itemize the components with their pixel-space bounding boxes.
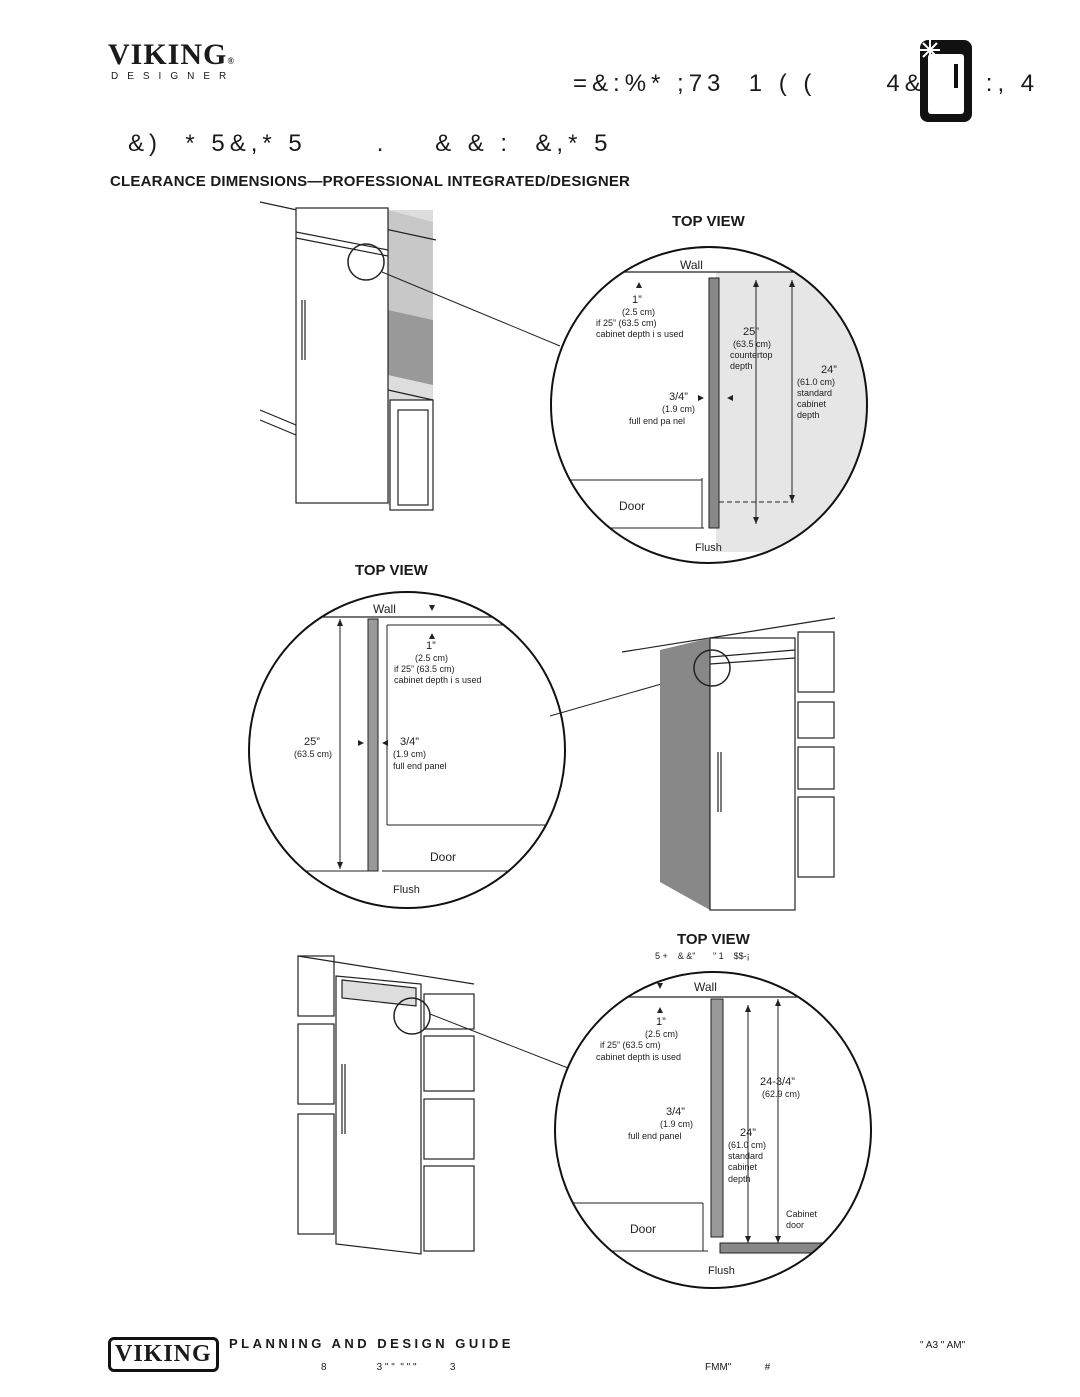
footer-right-top: " A3 " AM" [920,1340,966,1351]
svg-text:(2.5 cm): (2.5 cm) [415,653,448,663]
brand-subline: DESIGNER [111,71,236,82]
perspective-illustration-2 [621,617,836,911]
svg-text:Door: Door [630,1222,656,1236]
svg-text:cabinet depth i s used: cabinet depth i s used [394,675,482,685]
footer-brand-badge: VIKING [108,1337,219,1372]
svg-text:countertop: countertop [730,350,773,360]
svg-text:(63.5 cm): (63.5 cm) [294,749,332,759]
top-view-label-3: TOP VIEW [677,931,750,948]
svg-text:Flush: Flush [708,1265,735,1277]
refrigerator-snowflake-icon [920,40,972,122]
gap-label: 1” [632,294,642,306]
svg-text:cabinet: cabinet [797,399,827,409]
leader-line-3 [429,1013,569,1069]
svg-text:25”: 25” [743,326,759,338]
svg-text:full end pa nel: full end pa nel [629,416,685,426]
perspective-illustration-3 [297,955,475,1255]
svg-text:cabinet: cabinet [728,1162,758,1172]
svg-text:Flush: Flush [695,542,722,554]
svg-text:25”: 25” [304,736,320,748]
svg-text:Flush: Flush [393,884,420,896]
footer-bottom-left: 8 3 " " " " " 3 [321,1362,456,1373]
svg-text:if 25” (63.5 cm): if 25” (63.5 cm) [596,318,657,328]
svg-text:standard: standard [797,388,832,398]
svg-text:24”: 24” [821,364,837,376]
svg-text:3/4”: 3/4” [666,1106,685,1118]
svg-text:depth: depth [797,410,820,420]
footer-bottom-right: FMM" # [705,1362,771,1373]
svg-text:(1.9 cm): (1.9 cm) [393,749,426,759]
svg-text:full end panel: full end panel [628,1131,682,1141]
svg-text:(2.5 cm): (2.5 cm) [645,1029,678,1039]
svg-text:Door: Door [619,499,645,513]
top-view-label-2: TOP VIEW [355,562,428,579]
svg-text:full end panel: full end panel [393,761,447,771]
svg-text:(1.9 cm): (1.9 cm) [660,1119,693,1129]
svg-text:Wall: Wall [373,602,396,616]
svg-text:(61.0 cm): (61.0 cm) [728,1140,766,1150]
svg-text:Door: Door [430,850,456,864]
footer-title: PLANNING AND DESIGN GUIDE [229,1336,514,1351]
top-view-label-1: TOP VIEW [672,213,745,230]
svg-text:1”: 1” [426,640,436,652]
section-title: CLEARANCE DIMENSIONS—PROFESSIONAL INTEGR… [110,173,631,190]
svg-text:depth: depth [728,1174,751,1184]
top-view-diagram-3: Wall 1” (2.5 cm) if 25” (63.5 cm) cabine… [554,971,872,1289]
svg-text:standard: standard [728,1151,763,1161]
svg-text:door: door [786,1220,804,1230]
page-heading: &) * 5&,* 5 . & & : &,* 5 [128,130,613,157]
svg-text:(2.5 cm): (2.5 cm) [622,307,655,317]
svg-text:cabinet depth i s used: cabinet depth i s used [596,329,684,339]
svg-text:cabinet depth is used: cabinet depth is used [596,1052,681,1062]
svg-text:(61.0 cm): (61.0 cm) [797,377,835,387]
top-view-subtitle-3: 5 + & &" " 1 $$-¡ [655,951,750,961]
svg-text:Cabinet: Cabinet [786,1209,818,1219]
svg-text:if 25” (63.5 cm): if 25” (63.5 cm) [600,1040,661,1050]
svg-text:if 25” (63.5 cm): if 25” (63.5 cm) [394,664,455,674]
svg-text:depth: depth [730,361,753,371]
svg-text:(63.5 cm): (63.5 cm) [733,339,771,349]
leader-line-1 [381,271,561,347]
svg-text:24-3/4”: 24-3/4” [760,1076,795,1088]
perspective-illustration-1 [259,201,437,511]
wall-label: Wall [680,258,703,272]
svg-text:3/4”: 3/4” [400,736,419,748]
svg-text:(1.9 cm): (1.9 cm) [662,404,695,414]
svg-text:1”: 1” [656,1016,666,1028]
top-view-diagram-1: Wall 1” (2.5 cm) if 25” (63.5 cm) cabine… [550,246,868,564]
top-view-diagram-2: Wall 1” (2.5 cm) if 25” (63.5 cm) cabine… [248,591,566,909]
svg-text:Wall: Wall [694,980,717,994]
brand-logo: VIKING® [108,38,236,71]
svg-text:3/4”: 3/4” [669,391,688,403]
svg-text:24”: 24” [740,1127,756,1139]
svg-text:(62.9 cm): (62.9 cm) [762,1089,800,1099]
